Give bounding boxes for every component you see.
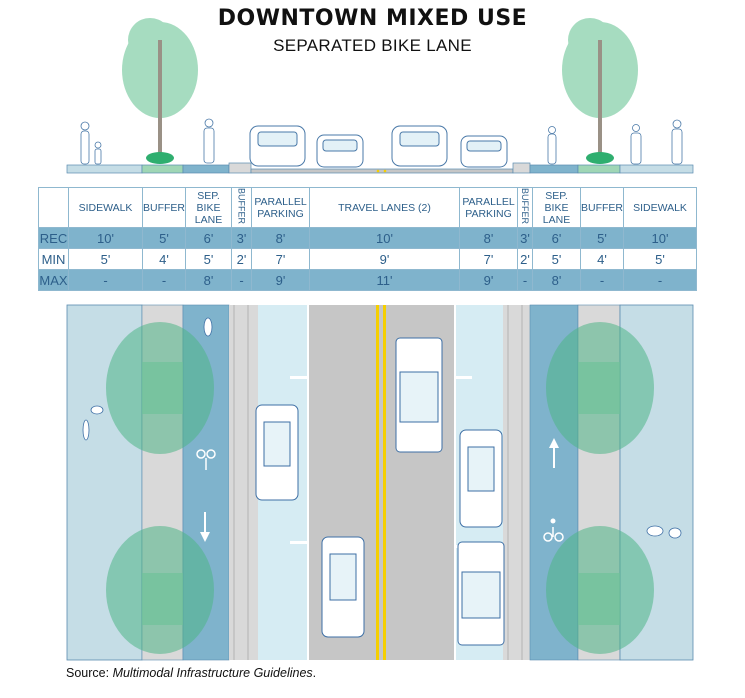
bike-lane-markings [196,438,564,542]
table-cell: - [68,269,143,291]
bicycle-icon [196,449,564,542]
table-cell: 4' [142,248,186,270]
table-cell: 5' [142,227,186,249]
col-header: BUFFER [520,188,530,224]
table-cell: 7' [251,248,310,270]
col-header: SIDEWALK [623,187,697,228]
table-cell: 9' [309,248,460,270]
ground-strips [66,162,694,174]
cyclist-head-icon [550,518,556,524]
arrow-down-icon [200,512,210,542]
table-cell: - [580,269,624,291]
parking-stall-marks [290,376,472,548]
diagram-title: DOWNTOWN MIXED USE [217,6,528,31]
table-row-max: MAX--8'-9'11'9'-8'-- [38,269,697,291]
table-cell: 8' [251,227,310,249]
table-cell: 8' [532,269,581,291]
arrow-up-icon [549,438,559,468]
table-header-row: SIDEWALK BUFFER SEP. BIKE LANE BUFFER PA… [38,187,697,228]
plan-strips [66,304,694,661]
table-cell: - [623,269,697,291]
table-cell: 9' [251,269,310,291]
tree-canopy-icons [106,322,654,654]
car-top-icons [255,337,505,646]
elevation-view [66,18,694,174]
col-header: TRAVEL LANES (2) [309,187,460,228]
col-header: BUFFER [236,188,247,224]
table-cell: - [142,269,186,291]
pedestrian-icons [80,118,683,165]
table-cell: 9' [459,269,518,291]
table-cell: 5' [580,227,624,249]
table-cell: 7' [459,248,518,270]
source-citation: Source: Multimodal Infrastructure Guidel… [66,666,317,680]
col-header: SEP. BIKE LANE [532,187,581,228]
table-cell: 10' [68,227,143,249]
col-header: SEP. BIKE LANE [185,187,232,228]
table-cell: 6' [185,227,232,249]
car-icons [249,125,508,168]
table-cell: 8' [185,269,232,291]
table-cell: 4' [580,248,624,270]
lane-width-table: SIDEWALK BUFFER SEP. BIKE LANE BUFFER PA… [38,187,697,291]
table-cell: 8' [459,227,518,249]
col-header: SIDEWALK [68,187,143,228]
row-label: MIN [38,248,69,270]
table-cell: 5' [68,248,143,270]
tree-icon [562,18,638,164]
table-cell: 2' [231,248,252,270]
table-cell: 11' [309,269,460,291]
table-cell: 5' [532,248,581,270]
table-cell: 3' [231,227,252,249]
table-cell: 10' [623,227,697,249]
tree-icon [122,18,198,164]
col-header: PARALLEL PARKING [251,187,310,228]
row-label: MAX [38,269,69,291]
table-cell: 5' [623,248,697,270]
table-cell: 2' [517,248,533,270]
table-cell: 10' [309,227,460,249]
table-cell: 3' [517,227,533,249]
row-label: REC [38,227,69,249]
table-cell: - [517,269,533,291]
source-title: Multimodal Infrastructure Guidelines [112,666,313,680]
table-cell: 5' [185,248,232,270]
col-header: PARALLEL PARKING [459,187,518,228]
pedestrian-top-icons [82,317,682,539]
col-header: BUFFER [580,187,624,228]
col-header: BUFFER [142,187,186,228]
table-cell: - [231,269,252,291]
diagram-subtitle: SEPARATED BIKE LANE [273,36,472,55]
table-cell: 6' [532,227,581,249]
